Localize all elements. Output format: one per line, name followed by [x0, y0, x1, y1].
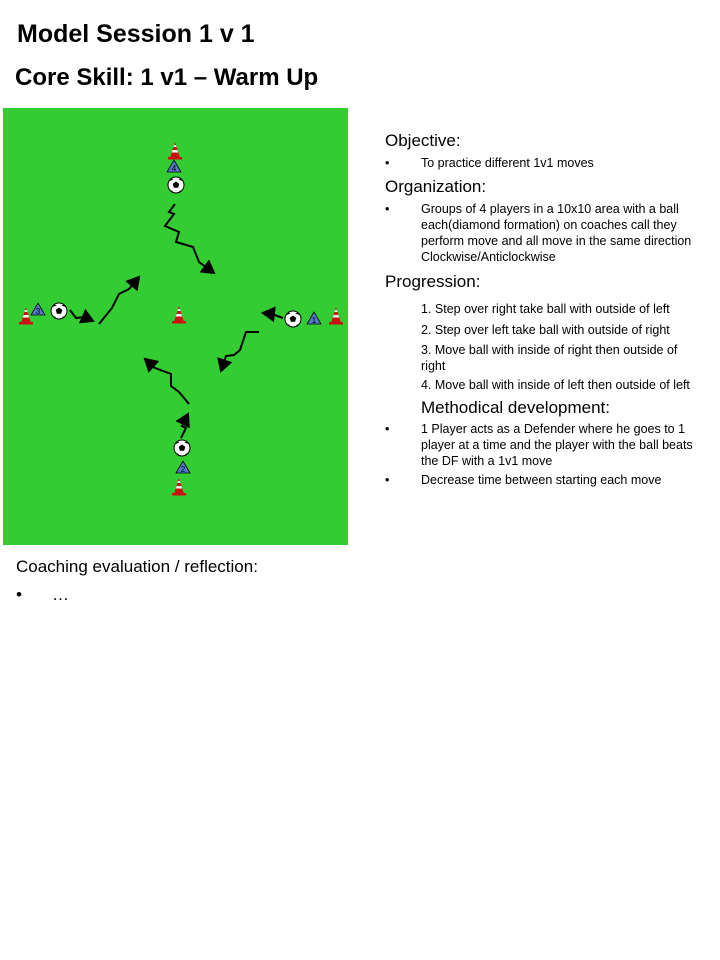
- organization-heading: Organization:: [385, 177, 487, 196]
- progression-step: 4. Move ball with inside of left then ou…: [421, 378, 690, 392]
- bullet: •: [385, 156, 390, 170]
- page-subtitle: Core Skill: 1 v1 – Warm Up: [15, 64, 319, 91]
- objective-item: •To practice different 1v1 moves: [385, 156, 594, 170]
- pitch-diagram: 4 3 1 2: [3, 108, 348, 545]
- page-title: Model Session 1 v 1: [17, 20, 255, 48]
- bullet: •: [16, 585, 22, 604]
- player-label: 1: [312, 316, 317, 325]
- methodical-item: •Decrease time between starting each mov…: [385, 473, 662, 487]
- player-label: 2: [181, 465, 186, 474]
- player-4-marker: 4: [166, 159, 182, 173]
- player-2-marker: 2: [175, 460, 191, 474]
- movement-arrow: [217, 331, 259, 373]
- methodical-item: •1 Player acts as a Defender where he go…: [385, 422, 693, 468]
- bullet: •: [385, 473, 390, 487]
- progression-heading: Progression:: [385, 272, 481, 291]
- dribble-arrow: [69, 308, 95, 324]
- movement-arrow: [98, 275, 141, 325]
- dribble-arrow: [261, 306, 284, 323]
- coaching-evaluation: Coaching evaluation / reflection: •…: [16, 556, 258, 608]
- coaching-heading: Coaching evaluation / reflection:: [16, 557, 258, 576]
- ball-icon: [167, 176, 185, 194]
- dribble-arrow: [175, 412, 190, 439]
- dribble-arrow: [163, 203, 216, 275]
- player-1-marker: 1: [306, 311, 322, 325]
- progression-step: 3. Move ball with inside of right then o…: [421, 343, 678, 373]
- bullet: •: [385, 202, 390, 216]
- player-label: 4: [172, 164, 177, 173]
- progression-step: 1. Step over right take ball with outsid…: [421, 302, 670, 316]
- organization-item: •Groups of 4 players in a 10x10 area wit…: [385, 202, 692, 264]
- movement-arrow: [143, 357, 190, 405]
- player-3-marker: 3: [30, 302, 46, 316]
- methodical-heading: Methodical development:: [421, 398, 611, 417]
- bullet: •: [385, 422, 390, 436]
- player-label: 3: [36, 307, 41, 316]
- ball-icon: [284, 310, 302, 328]
- coaching-item: •…: [16, 582, 258, 608]
- session-notes: Objective: •To practice different 1v1 mo…: [385, 130, 705, 488]
- objective-heading: Objective:: [385, 131, 461, 150]
- ball-icon: [50, 302, 68, 320]
- ball-icon: [173, 439, 191, 457]
- progression-step: 2. Step over left take ball with outside…: [421, 323, 670, 337]
